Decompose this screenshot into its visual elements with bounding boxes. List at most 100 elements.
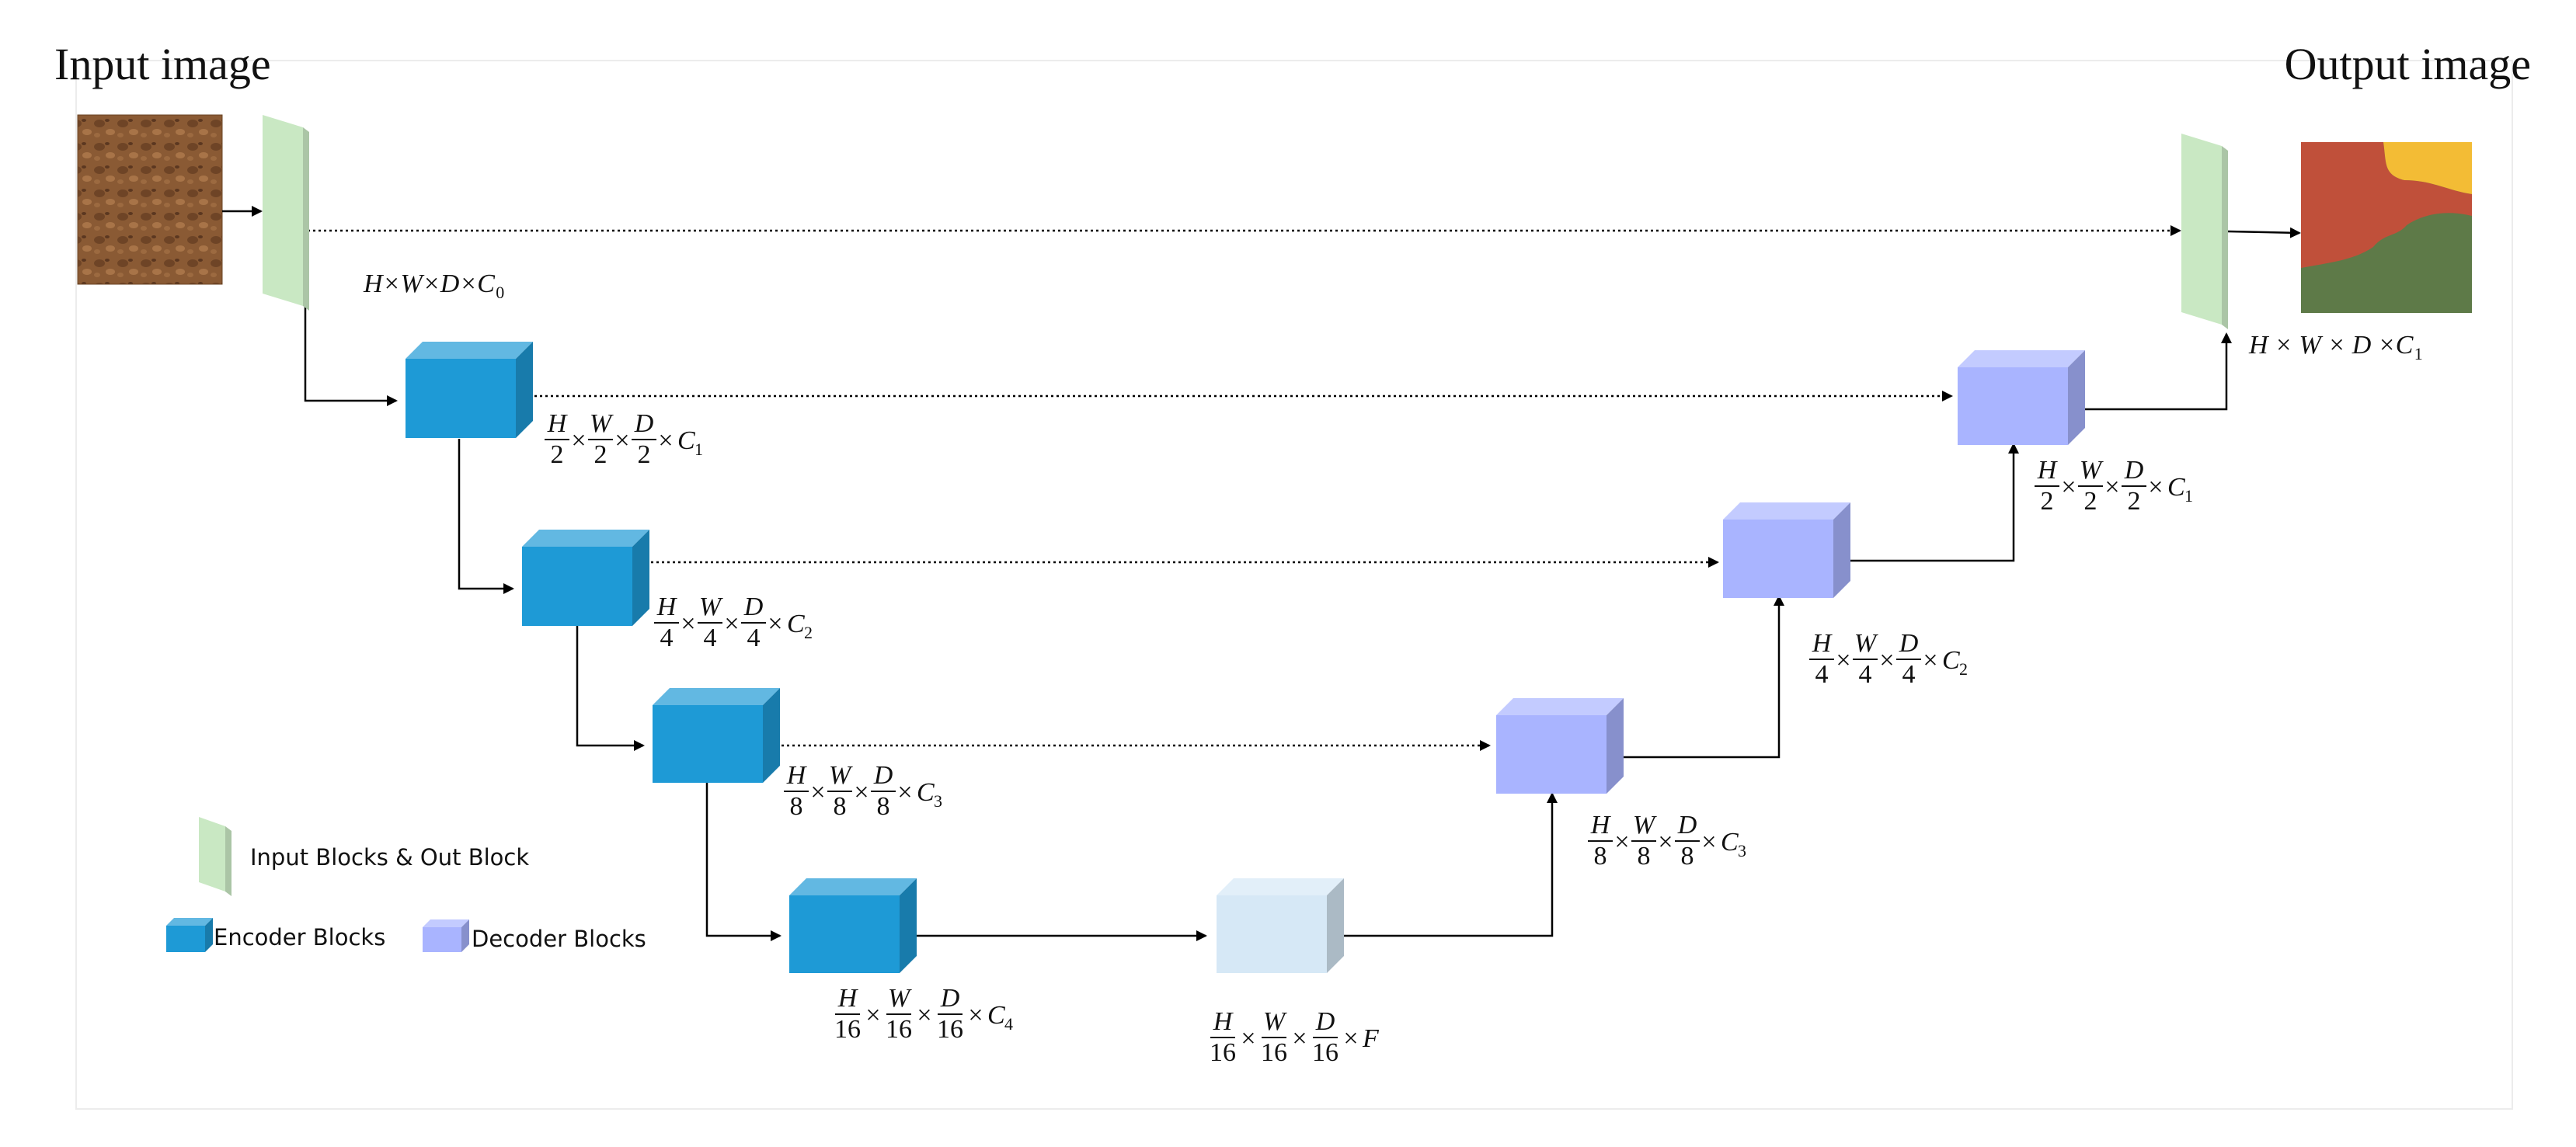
frac-w-numerator: W	[1854, 629, 1878, 658]
frac-w-numerator: W	[699, 593, 723, 621]
frac-w-numerator: W	[1633, 811, 1657, 839]
up-arrow-2	[1605, 595, 1784, 759]
frac-h-numerator: H	[1590, 811, 1612, 839]
encoder-block-2	[522, 530, 649, 626]
frac-w-numerator: W	[1263, 1007, 1287, 1036]
label-bottleneck: H16×W16×D16×F	[1210, 1007, 1380, 1067]
frac-w-denominator: 16	[886, 1015, 912, 1044]
channel-symbol: C	[917, 778, 935, 807]
channel-symbol: C	[1721, 828, 1739, 857]
times-symbol: ×	[917, 1001, 931, 1030]
frac-d-denominator: 16	[1312, 1038, 1338, 1067]
channel-symbol: F	[1362, 1024, 1380, 1053]
frac-h-denominator: 2	[551, 440, 564, 469]
times-symbol: ×	[1701, 828, 1716, 857]
frac-d: D8	[871, 761, 896, 821]
frac-h: H16	[1210, 1007, 1236, 1067]
figure-frame	[75, 60, 2513, 1110]
frac-w-denominator: 4	[1859, 660, 1872, 689]
frac-h-numerator: H	[1213, 1007, 1234, 1036]
frac-d: D16	[937, 984, 963, 1044]
frac-h: H8	[784, 761, 809, 821]
times-symbol: ×	[968, 1001, 983, 1030]
down-arrow-3	[576, 625, 645, 751]
times-symbol: ×	[681, 610, 695, 638]
flat-dimension-subscript: 1	[2414, 344, 2423, 363]
output-arrow	[2227, 227, 2301, 238]
output-image	[2301, 142, 2472, 313]
times-symbol: ×	[1614, 828, 1629, 857]
decoder-block-1	[1958, 350, 2085, 445]
frac-d-denominator: 8	[877, 792, 890, 821]
times-symbol: ×	[724, 610, 739, 638]
frac-w-numerator: W	[888, 984, 912, 1013]
frac-w-denominator: 8	[834, 792, 847, 821]
times-symbol: ×	[2061, 473, 2076, 502]
encoder-block-3	[653, 688, 780, 783]
frac-w-denominator: 4	[704, 624, 717, 652]
frac-w: W4	[698, 593, 723, 652]
frac-h-numerator: H	[1812, 629, 1833, 658]
channel-subscript: 1	[694, 440, 703, 459]
frac-d-denominator: 4	[1902, 660, 1916, 689]
frac-d: D4	[741, 593, 766, 652]
frac-d-numerator: D	[1677, 811, 1697, 839]
down-arrow-1	[304, 307, 398, 406]
down-arrow-2	[458, 439, 514, 594]
times-symbol: ×	[865, 1001, 880, 1030]
frac-w-numerator: W	[2080, 456, 2104, 485]
frac-h-numerator: H	[837, 984, 859, 1013]
frac-h-denominator: 2	[2041, 487, 2054, 516]
times-symbol: ×	[1658, 828, 1673, 857]
frac-w: W2	[588, 409, 614, 469]
channel-symbol: C	[787, 610, 805, 638]
frac-d-numerator: D	[1899, 629, 1919, 658]
legend-input-block-icon	[199, 817, 231, 896]
legend-decoder-label: Decoder Blocks	[472, 926, 646, 952]
legend-encoder-icon	[166, 918, 213, 952]
frac-d: D2	[2122, 456, 2146, 516]
channel-symbol: C	[677, 426, 695, 455]
frac-h: H4	[654, 593, 679, 652]
encoder-block-1	[406, 342, 533, 438]
frac-w-denominator: 8	[1638, 842, 1651, 871]
times-symbol: ×	[2104, 473, 2119, 502]
frac-h: H2	[2035, 456, 2059, 516]
channel-subscript: 3	[1738, 841, 1746, 860]
bottleneck-block	[1217, 878, 1344, 973]
decoder-block-3	[1496, 698, 1624, 794]
frac-d: D16	[1312, 1007, 1338, 1067]
frac-w-denominator: 2	[594, 440, 607, 469]
frac-h: H8	[1588, 811, 1613, 871]
times-symbol: ×	[1879, 646, 1894, 675]
legend: Input Blocks & Out Block Encoder Blocks …	[166, 817, 646, 952]
frac-d-denominator: 16	[937, 1015, 963, 1044]
frac-h-denominator: 16	[1210, 1038, 1236, 1067]
frac-h-denominator: 16	[834, 1015, 861, 1044]
legend-encoder-label: Encoder Blocks	[214, 924, 385, 951]
frac-d-numerator: D	[743, 593, 764, 621]
times-symbol: ×	[1923, 646, 1937, 675]
up-arrow-1	[1327, 792, 1558, 937]
frac-h-denominator: 8	[1594, 842, 1607, 871]
up-arrow-4	[2067, 332, 2232, 411]
down-arrow-4	[705, 781, 782, 941]
times-symbol: ×	[614, 426, 629, 455]
times-symbol: ×	[1836, 646, 1850, 675]
frac-w: W8	[1631, 811, 1657, 871]
times-symbol: ×	[2148, 473, 2163, 502]
channel-subscript: 2	[1959, 659, 1968, 679]
frac-w-denominator: 16	[1261, 1038, 1287, 1067]
up-arrow-3	[1832, 443, 2019, 562]
times-symbol: ×	[571, 426, 586, 455]
frac-h-denominator: 4	[660, 624, 674, 652]
solid-connectors	[222, 206, 2301, 941]
frac-w: W16	[1261, 1007, 1287, 1067]
